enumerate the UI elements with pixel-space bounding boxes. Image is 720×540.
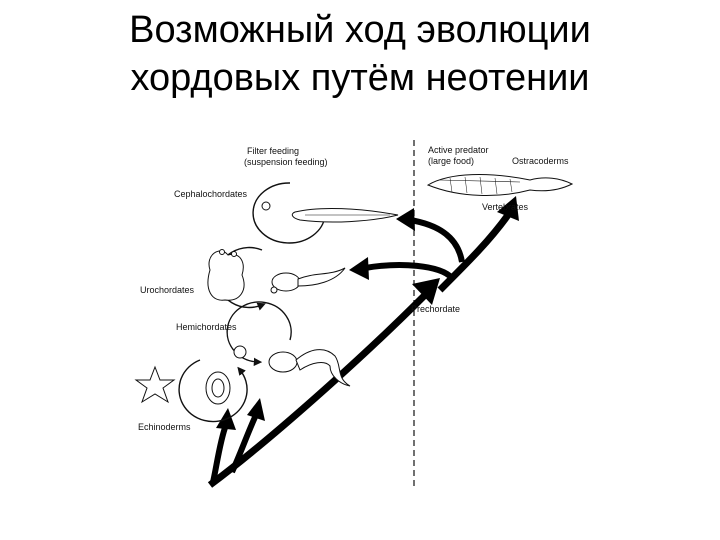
vertebrates-arrow <box>437 212 511 293</box>
cephalochordate-cycle <box>252 182 329 244</box>
label-hemichordates: Hemichordates <box>176 322 237 332</box>
tadpole-larva-icon <box>270 267 346 294</box>
urochordate-arrow <box>364 262 455 281</box>
tunicate-icon <box>207 249 245 301</box>
trunk-arrowhead <box>412 278 440 305</box>
cephalochordate-arrowhead <box>396 208 415 231</box>
echinoderm-cycle <box>178 359 248 423</box>
label-active-predator: Active predator <box>428 145 489 155</box>
title-line-2: хордовых путём неотении <box>130 57 590 99</box>
acorn-worm-icon <box>233 345 351 387</box>
label-vertebrates: Vertebrates <box>482 202 529 212</box>
title-line-1: Возможный ход эволюции <box>129 9 591 51</box>
label-prechordate: Prechordate <box>411 304 460 314</box>
echinoderm-arrowhead-2 <box>247 398 265 421</box>
amphioxus-icon <box>261 201 399 223</box>
phylogeny-arrows <box>207 196 519 488</box>
trunk-arrow <box>207 293 427 488</box>
slide-title: Возможный ход эволюции хордовых путём не… <box>0 6 720 102</box>
label-filter-feeding: Filter feeding <box>247 146 299 156</box>
cephalochordate-arrow <box>409 217 465 263</box>
urochordate-arrowhead <box>349 257 369 280</box>
label-urochordates: Urochordates <box>140 285 195 295</box>
label-suspension-feeding: (suspension feeding) <box>244 157 328 167</box>
vertebrates-arrowhead <box>497 196 519 221</box>
sea-lily-larva-icon <box>205 371 231 405</box>
ostracoderm-fish-icon <box>426 174 574 196</box>
echinoderm-arrow-1 <box>210 423 229 483</box>
label-large-food: (large food) <box>428 156 474 166</box>
egg-icon <box>261 201 271 211</box>
echinoderm-arrow-2 <box>229 413 259 474</box>
label-ostracoderms: Ostracoderms <box>512 156 569 166</box>
label-cephalochordates: Cephalochordates <box>174 189 248 199</box>
label-echinoderms: Echinoderms <box>138 422 191 432</box>
starfish-icon <box>134 365 176 404</box>
